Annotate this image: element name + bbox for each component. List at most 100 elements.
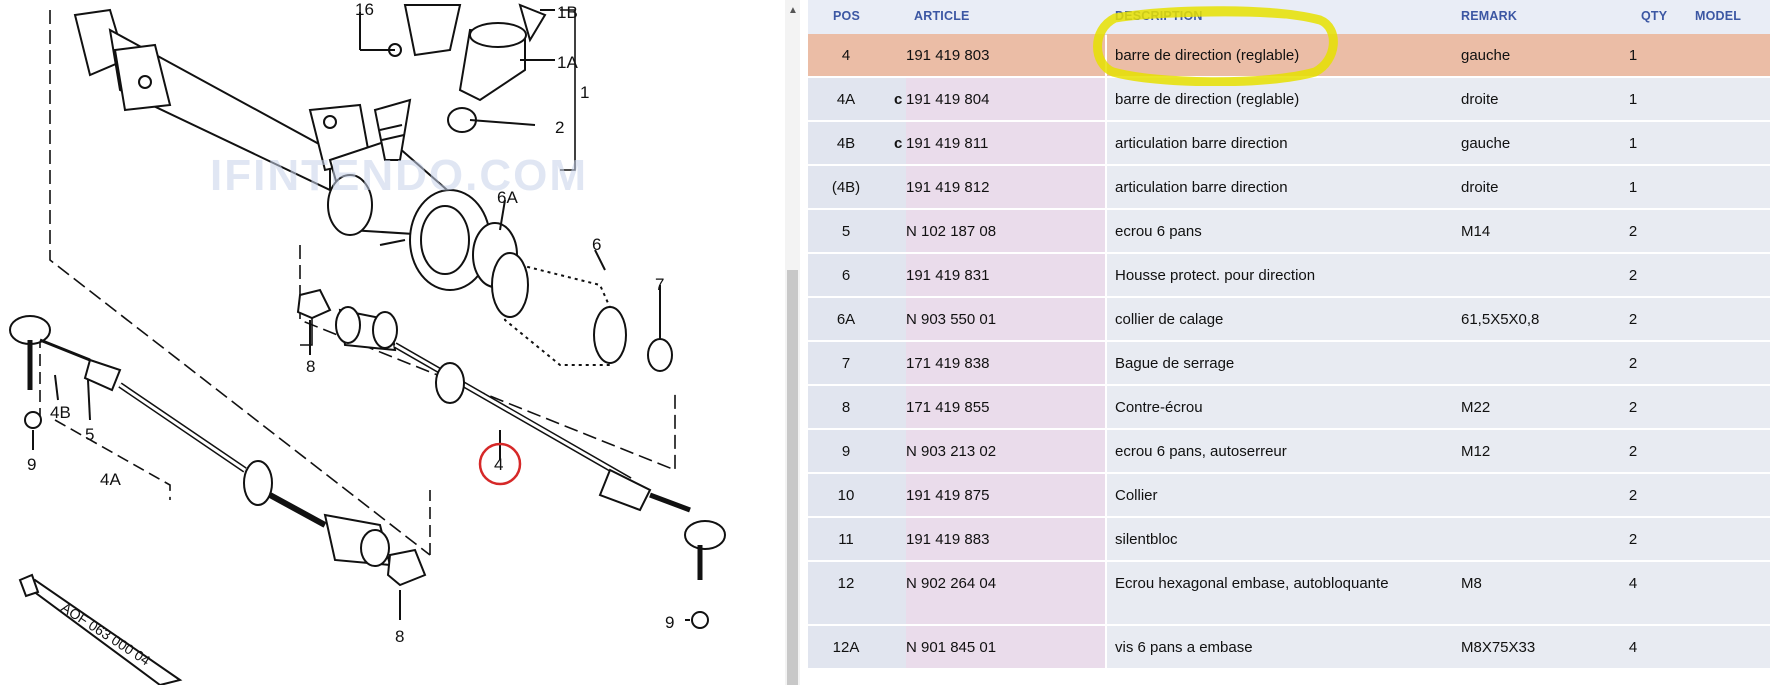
pos-cell-bg <box>808 254 906 296</box>
article-cell-bg <box>906 210 1105 252</box>
row-qty: 2 <box>1628 487 1638 504</box>
row-qty: 1 <box>1628 91 1638 108</box>
detail-cell-bg <box>1107 210 1770 252</box>
label-5: 5 <box>85 425 94 444</box>
label-9-right: 9 <box>665 613 674 632</box>
article-cell-bg <box>906 78 1105 120</box>
parts-diagram: IFINTENDO.COM 16 1B 1A 1 2 6A 6 7 8 4B 5… <box>0 0 785 685</box>
scroll-up-arrow-icon[interactable]: ▲ <box>788 5 798 16</box>
label-2: 2 <box>555 118 564 137</box>
row-qty: 2 <box>1628 443 1638 460</box>
pos-cell-bg <box>808 34 906 76</box>
label-9-left: 9 <box>27 455 36 474</box>
row-article[interactable]: 171 419 855 <box>906 399 990 416</box>
detail-cell-bg <box>1107 518 1770 560</box>
article-cell-bg <box>906 254 1105 296</box>
pos-cell-bg <box>808 386 906 428</box>
row-article[interactable]: 191 419 875 <box>906 487 990 504</box>
article-cell-bg <box>906 562 1105 624</box>
detail-cell-bg <box>1107 166 1770 208</box>
article-cell-bg <box>906 518 1105 560</box>
detail-cell-bg <box>1107 430 1770 472</box>
pos-cell-bg <box>808 626 906 668</box>
detail-cell-bg <box>1107 298 1770 340</box>
row-article[interactable]: 191 419 811 <box>906 135 989 152</box>
row-remark: M14 <box>1461 223 1491 240</box>
row-description: Bague de serrage <box>1115 355 1235 372</box>
pos-cell-bg <box>808 166 906 208</box>
pos-cell-bg <box>808 562 906 624</box>
article-cell-bg <box>906 430 1105 472</box>
pos-cell-bg <box>808 342 906 384</box>
row-qty: 2 <box>1628 531 1638 548</box>
parts-table: POS ARTICLE DESCRIPTION REMARK QTY MODEL… <box>808 0 1770 685</box>
row-qty: 2 <box>1628 399 1638 416</box>
row-remark: droite <box>1461 91 1499 108</box>
row-pos: 4A <box>836 91 856 108</box>
pos-cell-bg <box>808 518 906 560</box>
label-8-upper: 8 <box>306 357 315 376</box>
header-model[interactable]: MODEL <box>1695 9 1742 23</box>
row-qty: 4 <box>1628 575 1638 592</box>
row-article[interactable]: 191 419 831 <box>906 267 990 284</box>
row-description: articulation barre direction <box>1115 135 1288 152</box>
row-remark: M12 <box>1461 443 1491 460</box>
row-article[interactable]: N 901 845 01 <box>906 639 997 656</box>
row-article[interactable]: 191 419 803 <box>906 47 990 64</box>
row-pos: 11 <box>838 531 854 548</box>
header-remark[interactable]: REMARK <box>1461 9 1518 23</box>
row-description: Ecrou hexagonal embase, autobloquante <box>1115 575 1389 592</box>
row-pos: 9 <box>841 443 851 460</box>
row-article[interactable]: N 903 213 02 <box>906 443 997 460</box>
row-qty: 1 <box>1628 179 1638 196</box>
pos-cell-bg <box>808 298 906 340</box>
row-article[interactable]: N 903 550 01 <box>906 311 997 328</box>
label-1: 1 <box>580 83 589 102</box>
article-cell-bg <box>906 386 1105 428</box>
detail-cell-bg <box>1107 254 1770 296</box>
row-article[interactable]: N 102 187 08 <box>906 223 997 240</box>
table-row[interactable]: (4B) 191 419 812 articulation barre direct… <box>808 166 1770 210</box>
row-article[interactable]: 191 419 812 <box>906 179 990 196</box>
table-body: 4 191 419 803 barre de direction (reglable… <box>808 34 1770 670</box>
row-article[interactable]: N 902 264 04 <box>906 575 997 592</box>
row-description: barre de direction (reglable) <box>1115 91 1300 108</box>
steering-rack-drawing: IFINTENDO.COM 16 1B 1A 1 2 6A 6 7 8 4B 5… <box>9 0 726 685</box>
label-4b: 4B <box>50 403 71 422</box>
row-description: Contre-écrou <box>1115 399 1203 416</box>
row-qty: 2 <box>1628 223 1638 240</box>
article-cell-bg <box>906 298 1105 340</box>
detail-cell-bg <box>1107 474 1770 516</box>
article-cell-bg <box>906 626 1105 668</box>
row-pos: 6 <box>841 267 851 284</box>
detail-cell-bg <box>1107 342 1770 384</box>
article-cell-bg <box>906 166 1105 208</box>
pos-cell-bg <box>808 474 906 516</box>
row-description: collier de calage <box>1115 311 1224 328</box>
row-pos: (4B) <box>831 179 861 196</box>
row-flag: c <box>894 91 903 108</box>
article-cell-bg <box>906 34 1105 76</box>
row-qty: 1 <box>1628 47 1638 64</box>
header-pos[interactable]: POS <box>833 9 860 23</box>
row-article[interactable]: 191 419 883 <box>906 531 990 548</box>
row-article[interactable]: 191 419 804 <box>906 91 990 108</box>
row-pos: 7 <box>841 355 851 372</box>
row-pos: 4 <box>841 47 851 64</box>
row-description: articulation barre direction <box>1115 179 1288 196</box>
header-article[interactable]: ARTICLE <box>914 9 970 23</box>
row-article[interactable]: 171 419 838 <box>906 355 990 372</box>
header-qty[interactable]: QTY <box>1641 9 1668 23</box>
scrollbar-thumb[interactable] <box>787 270 798 685</box>
